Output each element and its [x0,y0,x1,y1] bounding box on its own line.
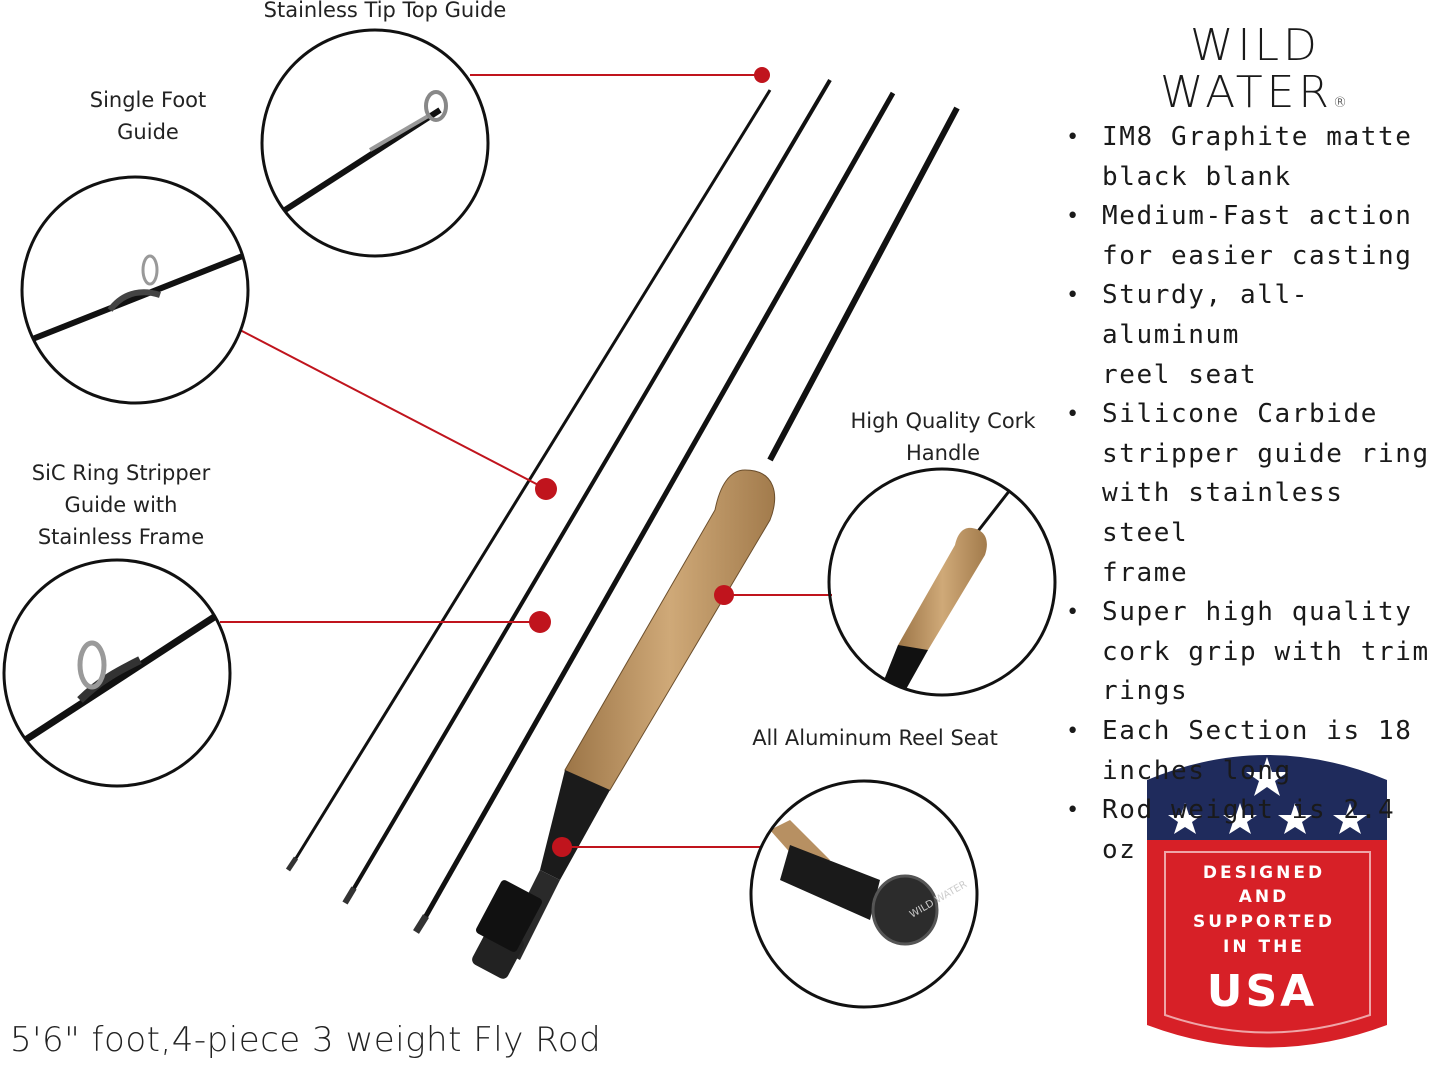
badge-line-supported: SUPPORTED [1193,912,1335,932]
feature-item: Medium-Fast action for easier casting [1066,197,1445,276]
feature-item: Each Section is 18 inches long [1066,712,1445,791]
callout-stripper-line2: Guide with [64,493,178,517]
feature-text: inches long [1102,755,1292,786]
stripper-guide-magnifier [2,558,232,788]
feature-text: IM8 Graphite matte [1102,122,1413,152]
feature-item: Silicone Carbide stripper guide ring wit… [1066,395,1445,593]
feature-list: IM8 Graphite matte black blank Medium-Fa… [1066,118,1445,870]
feature-text: Super high quality [1102,597,1413,628]
callout-single-foot-line1: Single Foot [89,88,207,112]
logo-line-2: WATER® [1118,70,1393,126]
callout-cork-line2: Handle [905,441,981,465]
feature-text: Sturdy, all-aluminum [1102,280,1310,350]
feature-text: cork grip with trim [1102,636,1430,667]
feature-item: Super high quality cork grip with trim r… [1066,593,1445,712]
callout-tip-top-guide: Stainless Tip Top Guide [250,0,520,26]
feature-text: black blank [1102,161,1292,192]
leader-lines [220,74,832,848]
wild-water-logo: WILD WATER® [1118,22,1393,126]
feature-item: Rod weight is 2.4 oz [1066,791,1445,870]
feature-text: reel seat [1102,359,1258,390]
product-caption: 5'6" foot,4-piece 3 weight Fly Rod [10,1020,602,1060]
callout-cork-handle: High Quality Cork Handle [838,405,1048,469]
tip-top-magnifier [260,28,490,258]
feature-text: for easier casting [1102,240,1413,271]
badge-line-and: AND [1239,887,1290,907]
callout-single-foot-guide: Single Foot Guide [58,84,238,148]
feature-item: Sturdy, all-aluminum reel seat [1066,276,1445,395]
cork-handle-magnifier [827,467,1057,697]
feature-text: Rod weight is 2.4 oz [1102,795,1396,865]
badge-line-usa: USA [1207,966,1317,1017]
logo-word-water: WATER [1159,67,1334,118]
callout-dots [529,67,770,857]
registered-mark: ® [1333,95,1352,111]
callout-stripper-line3: Stainless Frame [37,525,205,549]
single-foot-guide-magnifier [20,175,250,405]
feature-text: stripper guide ring [1102,438,1430,469]
callout-reel-seat-label: All Aluminum Reel Seat [752,726,998,750]
rod-butt-section [472,106,960,979]
callout-stripper-line1: SiC Ring Stripper [31,461,211,485]
callout-reel-seat: All Aluminum Reel Seat [740,722,1010,754]
callout-stripper-guide: SiC Ring Stripper Guide with Stainless F… [10,457,232,553]
rod-section-3 [413,91,896,934]
rod-section-2 [342,78,832,905]
feature-text: Each Section is 18 [1102,715,1413,746]
feature-text: with stainless steel [1102,478,1344,548]
feature-text: Medium-Fast action [1102,201,1413,232]
callout-cork-line1: High Quality Cork [850,409,1036,433]
callout-tip-top-label: Stainless Tip Top Guide [263,0,507,22]
reel-seat-magnifier: WILD WATER [749,779,979,1009]
badge-line-in-the: IN THE [1223,937,1305,957]
rod-tip-section [285,89,772,872]
feature-text: rings [1102,676,1189,707]
feature-item: IM8 Graphite matte black blank [1066,118,1445,197]
feature-text: frame [1102,557,1189,588]
logo-line-1: WILD [1190,20,1321,71]
callout-single-foot-line2: Guide [117,120,179,144]
feature-text: Silicone Carbide [1102,399,1379,430]
